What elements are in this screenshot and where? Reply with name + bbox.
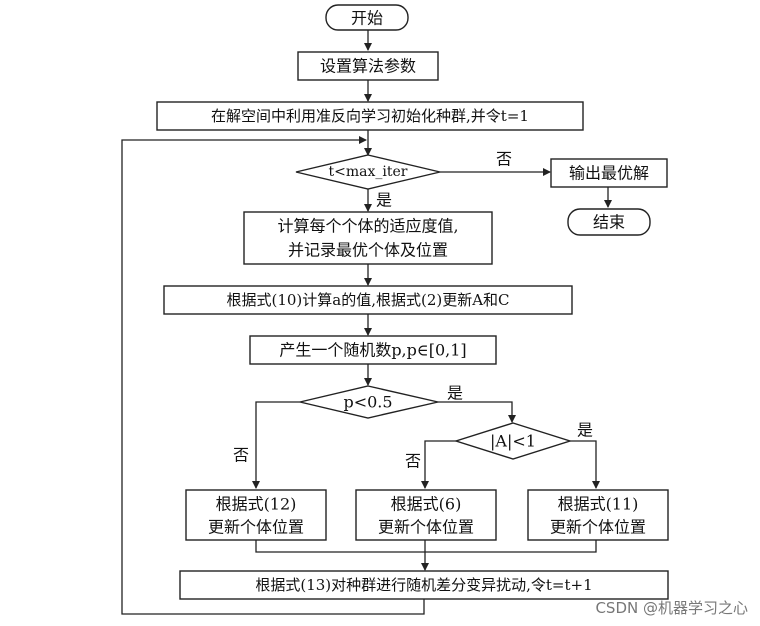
edge-condp-upd12 [252,401,300,489]
edge-label-p-no: 否 [233,446,249,465]
update-ac-label: 根据式(10)计算a的值,根据式(2)更新A和C [226,291,509,309]
p-decision-label: p<0.5 [343,393,392,412]
edge-conda-upd11 [570,440,600,489]
init-box [156,101,584,131]
params-label: 设置算法参数 [320,57,416,76]
iter-decision [295,154,441,190]
edge-label-p-yes: 是 [447,384,463,403]
upd12-label-line1: 根据式(12) [216,495,297,514]
connectors [121,30,612,615]
start-label: 开始 [351,9,383,28]
params-box [297,51,439,81]
upd6-label-line2: 更新个体位置 [378,518,474,537]
labels: 开始 设置算法参数 在解空间中利用准反向学习初始化种群,并令t=1 t<max_… [208,9,649,595]
output-box [550,158,668,188]
fitness-box [243,211,493,265]
fitness-label-line1: 计算每个个体的适应度值, [277,217,458,236]
upd6-label-line1: 根据式(6) [391,495,462,514]
perturb-label: 根据式(13)对种群进行随机差分变异扰动,令t=t+1 [255,576,592,594]
start-terminal [325,4,409,31]
edge-merge-bottom [255,540,597,553]
upd12-label-line2: 更新个体位置 [208,518,304,537]
random-label: 产生一个随机数p,p∈[0,1] [279,341,466,360]
edge-label-iter-no: 否 [496,150,512,169]
edge-label-a-yes: 是 [577,421,593,440]
update-ac-box [163,285,573,315]
upd11-box [527,489,669,541]
a-decision [453,422,573,460]
edge-condp-conda [438,401,516,423]
end-label: 结束 [593,213,625,232]
upd11-label-line2: 更新个体位置 [550,518,646,537]
edge-loop-back [121,136,425,615]
upd12-box [185,489,327,541]
random-box [249,335,497,365]
a-decision-label: |A|<1 [490,432,536,451]
output-label: 输出最优解 [569,164,649,183]
edge-label-a-no: 否 [405,452,421,471]
upd6-box [355,489,497,541]
edge-conda-upd6 [421,440,456,489]
edge-label-iter-yes: 是 [376,191,392,210]
watermark: CSDN @机器学习之心 [595,599,748,617]
iter-label: t<max_iter [329,164,408,180]
upd11-label-line1: 根据式(11) [558,495,639,514]
init-label: 在解空间中利用准反向学习初始化种群,并令t=1 [211,107,529,125]
perturb-box [179,570,669,600]
fitness-label-line2: 并记录最优个体及位置 [288,241,448,260]
end-terminal [567,208,651,236]
p-decision [299,385,439,419]
shapes [156,4,669,600]
